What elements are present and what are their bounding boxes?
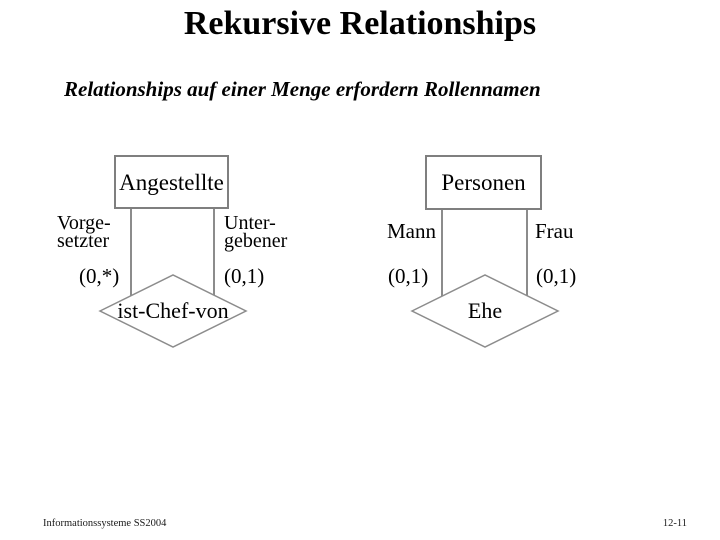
- role-label-vorgesetzter: Vorge- setzter: [57, 212, 111, 252]
- relationship-diamond: [410, 274, 560, 348]
- connector-line: [441, 208, 443, 302]
- role-label-untergebener: Unter- gebener: [224, 212, 288, 252]
- cardinality-right: (0,1): [224, 264, 265, 288]
- relationship-diamond: [98, 274, 248, 348]
- slide-subtitle: Relationships auf einer Menge erfordern …: [64, 77, 541, 101]
- relationship-label-ist-chef-von: ist-Chef-von: [117, 298, 229, 323]
- entity-box-personen: Personen: [425, 155, 542, 210]
- entity-box-angestellte: Angestellte: [114, 155, 229, 209]
- slide-title: Rekursive Relationships: [183, 5, 537, 42]
- cardinality-left: (0,1): [388, 264, 429, 288]
- connector-line: [526, 208, 528, 302]
- entity-label: Personen: [441, 170, 526, 195]
- relationship-label-ehe: Ehe: [467, 298, 503, 323]
- entity-label: Angestellte: [119, 169, 224, 195]
- connector-line: [130, 207, 132, 302]
- cardinality-left: (0,*): [79, 264, 120, 288]
- footer-course-label: Informationssysteme SS2004: [43, 518, 167, 529]
- role-label-frau: Frau: [535, 219, 574, 243]
- connector-line: [213, 207, 215, 302]
- role-label-mann: Mann: [387, 219, 436, 243]
- footer-page-number: 12-11: [662, 518, 687, 529]
- cardinality-right: (0,1): [536, 264, 577, 288]
